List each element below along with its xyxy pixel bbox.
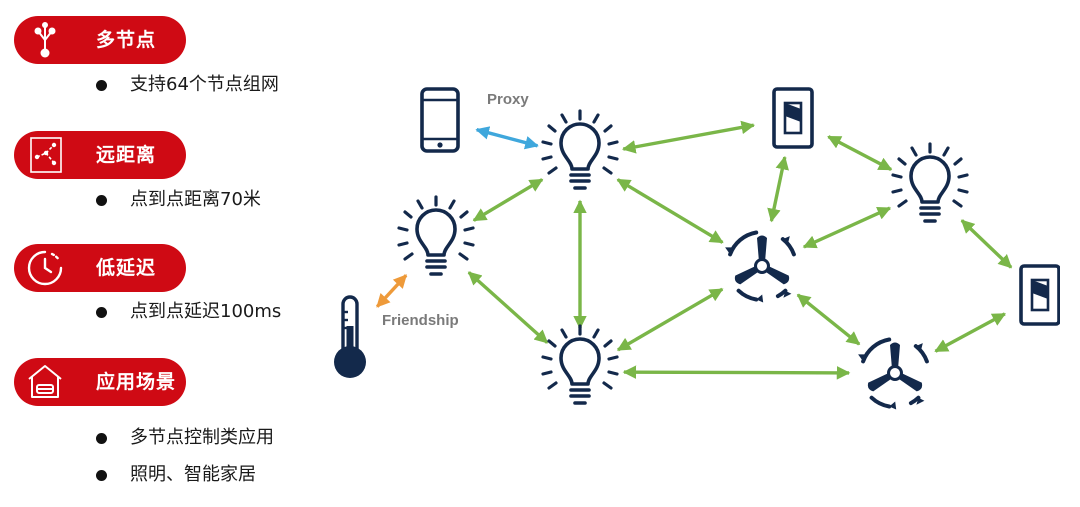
- clock-icon: [27, 250, 63, 286]
- bullet-dot: [96, 433, 107, 444]
- bullet-text: 支持64个节点组网: [130, 74, 279, 95]
- bulb-icon: [397, 195, 475, 276]
- bullet-dot: [96, 470, 107, 481]
- feature-title: 低延迟: [96, 257, 157, 279]
- feature-title: 应用场景: [96, 371, 177, 393]
- bullet-dot: [96, 80, 107, 91]
- bullet-dot: [96, 195, 107, 206]
- fan-icon: [723, 230, 796, 305]
- network-nodes-icon: [34, 22, 56, 58]
- bulb-icon: [891, 142, 969, 223]
- home-sofa-icon: [28, 365, 62, 398]
- mesh-link-fan-center-bulb-right: [802, 206, 892, 249]
- mesh-network-diagram: Proxy Friendship: [332, 87, 1060, 412]
- mesh-link-bulb-top-bulb-left: [472, 178, 544, 222]
- thermometer-icon: [332, 295, 368, 380]
- bullet-text: 多节点控制类应用: [130, 427, 274, 448]
- bulb-icon: [541, 324, 619, 405]
- bullet-text: 点到点距离70米: [130, 189, 261, 210]
- friendship-link-thermometer-bulb-left: [375, 274, 408, 308]
- mesh-link-bulb-right-switch-right: [960, 219, 1013, 269]
- feature-title: 远距离: [96, 144, 157, 166]
- friendship-link-label: Friendship: [382, 312, 459, 329]
- bulb-icon: [541, 109, 619, 190]
- long-distance-icon: [30, 137, 62, 173]
- mesh-link-switch-top-bulb-right: [827, 135, 893, 172]
- mesh-link-fan-center-fan-bottom: [796, 293, 861, 346]
- switch-icon: [772, 87, 814, 149]
- feature-long-distance: 远距离: [14, 131, 186, 179]
- mesh-link-bulb-bottom-fan-center: [616, 287, 724, 352]
- network-links: [375, 120, 1013, 380]
- proxy-link-phone-bulb-top: [475, 126, 539, 150]
- bullet-text: 点到点延迟100ms: [130, 301, 282, 322]
- bullet-dot: [96, 307, 107, 318]
- mesh-link-bulb-top-fan-center: [616, 178, 724, 244]
- feature-multi-node: 多节点: [14, 16, 186, 64]
- mesh-link-switch-right-fan-bottom: [934, 312, 1006, 353]
- mesh-link-bulb-left-bulb-bottom: [467, 271, 549, 344]
- mesh-link-bulb-bottom-fan-bottom: [622, 365, 851, 380]
- feature-title: 多节点: [96, 29, 157, 51]
- fan-icon: [856, 337, 929, 412]
- proxy-link-label: Proxy: [487, 91, 529, 108]
- switch-icon: [1019, 264, 1060, 326]
- feature-application-scenarios: 应用场景: [14, 358, 186, 406]
- mesh-link-switch-top-fan-center: [767, 155, 789, 223]
- mesh-link-bulb-top-switch-top: [621, 120, 756, 154]
- bullet-text: 照明、智能家居: [130, 464, 256, 485]
- phone-icon: [420, 87, 460, 153]
- feature-low-latency: 低延迟: [14, 244, 186, 292]
